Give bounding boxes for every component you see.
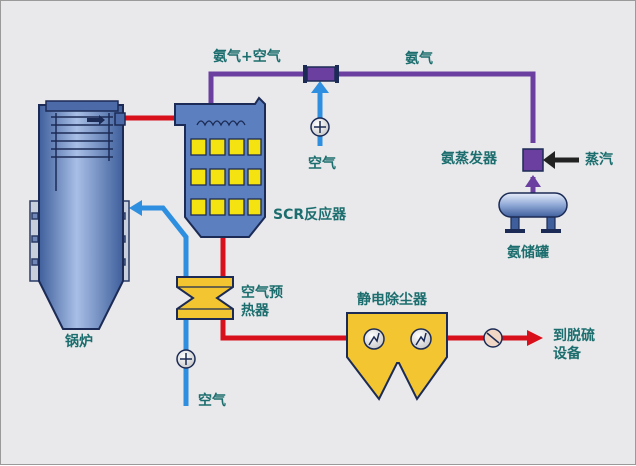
- flue-gas-outlet-arrow: [527, 330, 543, 346]
- scr-reactor: [174, 96, 266, 238]
- ammonia-evaporator: [522, 148, 544, 172]
- ammonia-air-mixer: [303, 65, 339, 83]
- label-air-bottom: 空气: [198, 393, 226, 409]
- label-ammonia-tank: 氨储罐: [507, 245, 549, 261]
- flue-gas-pipe: [123, 115, 529, 341]
- label-air-top: 空气: [308, 156, 336, 172]
- air-arrow-top: [311, 81, 329, 93]
- air-fan-bottom: [176, 349, 196, 369]
- combustion-air-arrow: [129, 200, 142, 216]
- label-boiler: 锅炉: [65, 334, 93, 350]
- label-steam: 蒸汽: [585, 152, 613, 168]
- label-esp: 静电除尘器: [357, 292, 427, 308]
- induced-draft-fan: [483, 328, 503, 348]
- electrostatic-precipitator: [346, 312, 448, 401]
- label-desulfurization-line1: 到脱硫: [553, 328, 595, 344]
- air-preheater: [176, 276, 234, 320]
- label-ammonia-air: 氨气+空气: [213, 49, 281, 65]
- air-fan-top: [310, 117, 330, 137]
- label-air-preheater-line2: 热器: [241, 303, 269, 319]
- ammonia-tank: [498, 192, 568, 233]
- steam-arrow: [543, 151, 579, 169]
- label-air-preheater-line1: 空气预: [241, 285, 283, 301]
- boiler: [29, 100, 130, 330]
- label-ammonia-evaporator: 氨蒸发器: [441, 151, 497, 167]
- label-desulfurization-line2: 设备: [553, 346, 581, 362]
- tank-to-evaporator-arrow: [525, 175, 541, 187]
- label-scr-reactor: SCR反应器: [273, 207, 347, 223]
- label-ammonia-top: 氨气: [405, 51, 433, 67]
